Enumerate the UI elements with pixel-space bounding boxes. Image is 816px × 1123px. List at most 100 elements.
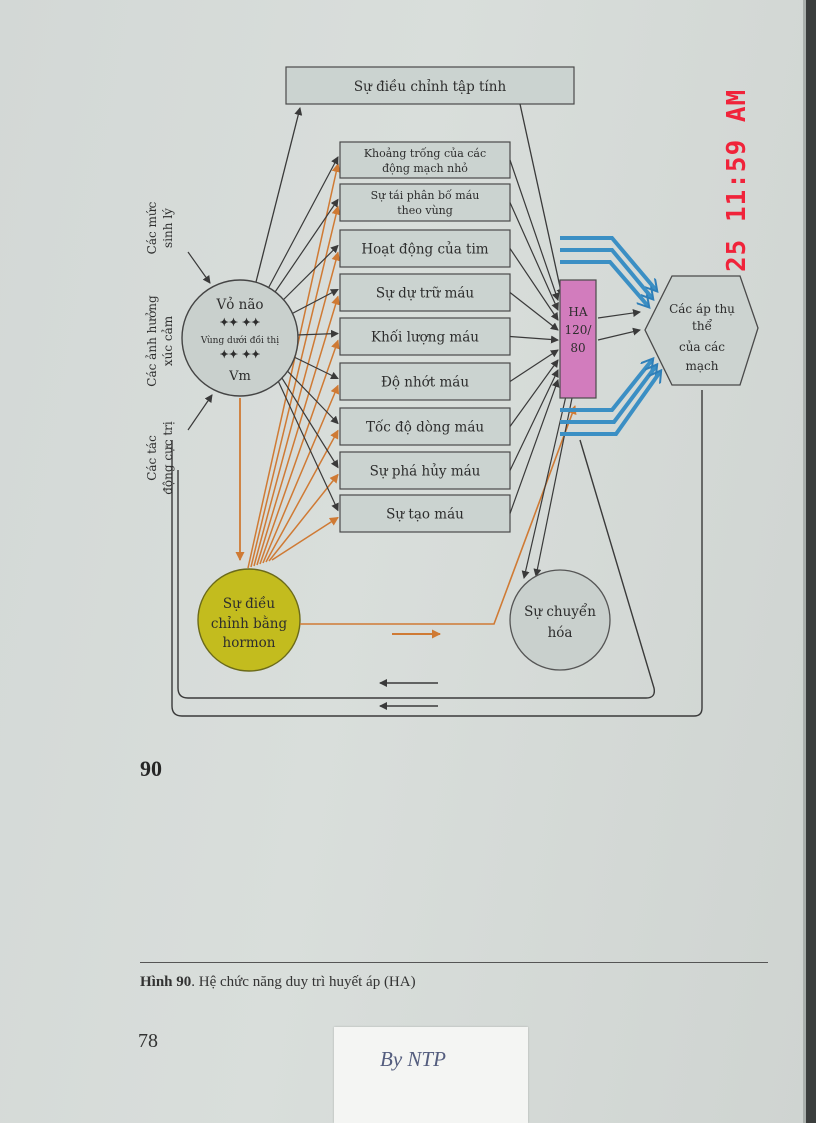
regulation-box: Sự dự trữ máu [339, 273, 511, 312]
caption-label: Hình 90 [140, 974, 192, 990]
ha-to-metabolism-lines [521, 395, 573, 579]
regulation-box: Khoảng trống của các động mạch nhỏ [339, 141, 511, 179]
svg-text:Sự chuyển: Sự chuyển [524, 604, 596, 620]
svg-text:Các mức: Các mức [145, 201, 159, 254]
svg-text:động mạch nhỏ: động mạch nhỏ [382, 162, 468, 175]
svg-text:80: 80 [570, 341, 585, 355]
svg-text:Sự điều: Sự điều [223, 596, 275, 612]
figures-icon: ✦✦ ✦✦ [220, 316, 261, 329]
box-to-ha-line [509, 335, 559, 344]
svg-text:hormon: hormon [223, 635, 276, 651]
cortex-line [273, 371, 339, 512]
hormone-line [247, 163, 341, 569]
blue-arrow [560, 372, 660, 436]
svg-text:chỉnh bằng: chỉnh bằng [211, 616, 288, 632]
hormone-line [268, 473, 339, 562]
regulation-box: Sự tạo máu [339, 494, 511, 533]
regulation-box: Khối lượng máu [339, 317, 511, 356]
side-label-extreme: Các tác động cực trị [145, 421, 175, 495]
svg-text:Sự điều chỉnh tập tính: Sự điều chỉnh tập tính [354, 79, 507, 95]
svg-text:25 11:59 AM: 25 11:59 AM [722, 89, 751, 272]
box-to-ha-line [509, 379, 560, 514]
box-to-ha-line [509, 159, 560, 301]
cortex-line [261, 156, 339, 301]
hormone-to-ha-line [300, 405, 577, 639]
figures-icon: ✦✦ ✦✦ [220, 348, 261, 361]
brain-circle: Vỏ não ✦✦ ✦✦ Vùng dưới đồi thị ✦✦ ✦✦ Vm [181, 279, 299, 397]
cortex-line [271, 362, 339, 469]
metabolism-circle: Sự chuyển hóa [509, 569, 611, 671]
outer-loop [171, 390, 703, 717]
blue-arrow [560, 236, 656, 290]
svg-text:Các ảnh hưởng: Các ảnh hưởng [145, 295, 159, 387]
ha-to-receptor-lines [597, 309, 641, 341]
behavior-to-ha-line [519, 103, 565, 297]
receptor-hexagon: Các áp thụ thể của các mạch [644, 275, 759, 386]
regulation-box: Tốc độ dòng máu [339, 407, 511, 446]
box-to-ha-line [509, 292, 559, 331]
svg-text:120/: 120/ [565, 323, 593, 337]
svg-text:động cực trị: động cực trị [161, 421, 175, 495]
brain-cortex-label: Vỏ não [215, 297, 263, 313]
hormone-line [256, 295, 340, 566]
hormone-line [265, 429, 339, 563]
figure-caption: Hình 90. Hệ chức năng duy trì huyết áp (… [140, 974, 416, 991]
ha-box: HA 120/ 80 [559, 279, 597, 399]
hormone-line [253, 251, 341, 567]
box-to-ha-lines [509, 159, 560, 514]
page-number: 78 [138, 1030, 158, 1052]
svg-text:theo vùng: theo vùng [397, 204, 453, 217]
signature-label: By NTP [334, 1027, 528, 1123]
svg-text:hóa: hóa [548, 625, 573, 641]
behavior-box: Sự điều chỉnh tập tính [285, 66, 575, 105]
svg-text:HA: HA [568, 305, 587, 319]
svg-text:Các áp thụ: Các áp thụ [669, 302, 735, 316]
box-to-ha-line [509, 359, 559, 427]
regulation-box: Hoạt động của tim [339, 229, 511, 268]
brain-vm-label: Vm [228, 369, 251, 384]
hormone-line [250, 205, 341, 568]
hormone-line [259, 339, 340, 565]
side-labels: Các mức sinh lý Các ảnh hưởng xúc cảm Cá… [145, 201, 213, 495]
box-to-ha-line [509, 349, 559, 383]
hormone-line [271, 516, 339, 561]
regulation-box: Sự tái phân bố máu theo vùng [339, 183, 511, 222]
svg-text:Sự tạo máu: Sự tạo máu [386, 507, 464, 523]
blue-arrow [560, 248, 652, 298]
svg-text:sinh lý: sinh lý [161, 208, 175, 248]
svg-text:Hoạt động của tim: Hoạt động của tim [361, 242, 488, 258]
ha-to-receptor-arrows [560, 236, 660, 436]
hormone-lines [247, 163, 341, 569]
cortex-line [263, 198, 339, 310]
svg-text:Sự tái phân bố máu: Sự tái phân bố máu [371, 189, 480, 202]
svg-text:Độ nhớt máu: Độ nhớt máu [381, 375, 469, 391]
svg-text:Khoảng trống của các: Khoảng trống của các [364, 147, 486, 160]
brain-to-behavior-line [255, 107, 303, 283]
svg-text:Các tác: Các tác [145, 435, 159, 481]
page-edge [806, 0, 816, 1123]
page-edge-shadow [803, 0, 806, 1123]
brain-hypothalamus-label: Vùng dưới đồi thị [200, 335, 279, 346]
blue-arrow [560, 360, 652, 412]
svg-text:Tốc độ dòng máu: Tốc độ dòng máu [366, 420, 484, 436]
side-label-physiological: Các mức sinh lý [145, 201, 175, 254]
regulation-box: Độ nhớt máu [339, 362, 511, 401]
svg-text:của các: của các [679, 340, 725, 354]
hormone-line [262, 384, 340, 564]
blue-arrow [560, 366, 656, 424]
caption-text: . Hệ chức năng duy trì huyết áp (HA) [191, 974, 416, 990]
svg-text:xúc cảm: xúc cảm [161, 315, 175, 366]
figure-number: 90 [140, 756, 162, 781]
camera-timestamp: 25 11:59 AM [722, 89, 751, 272]
svg-text:Sự phá hủy máu: Sự phá hủy máu [370, 464, 481, 480]
svg-text:Sự dự trữ máu: Sự dự trữ máu [376, 286, 475, 302]
box-to-ha-line [509, 202, 559, 311]
blue-arrow [560, 260, 648, 306]
behavior-connectors [255, 103, 565, 297]
side-label-emotional: Các ảnh hưởng xúc cảm [145, 295, 175, 387]
caption-rule [140, 962, 768, 963]
svg-text:mạch: mạch [686, 359, 719, 373]
svg-text:Khối lượng máu: Khối lượng máu [371, 330, 479, 346]
regulation-boxes: Khoảng trống của các động mạch nhỏ Sự tái … [339, 141, 511, 533]
